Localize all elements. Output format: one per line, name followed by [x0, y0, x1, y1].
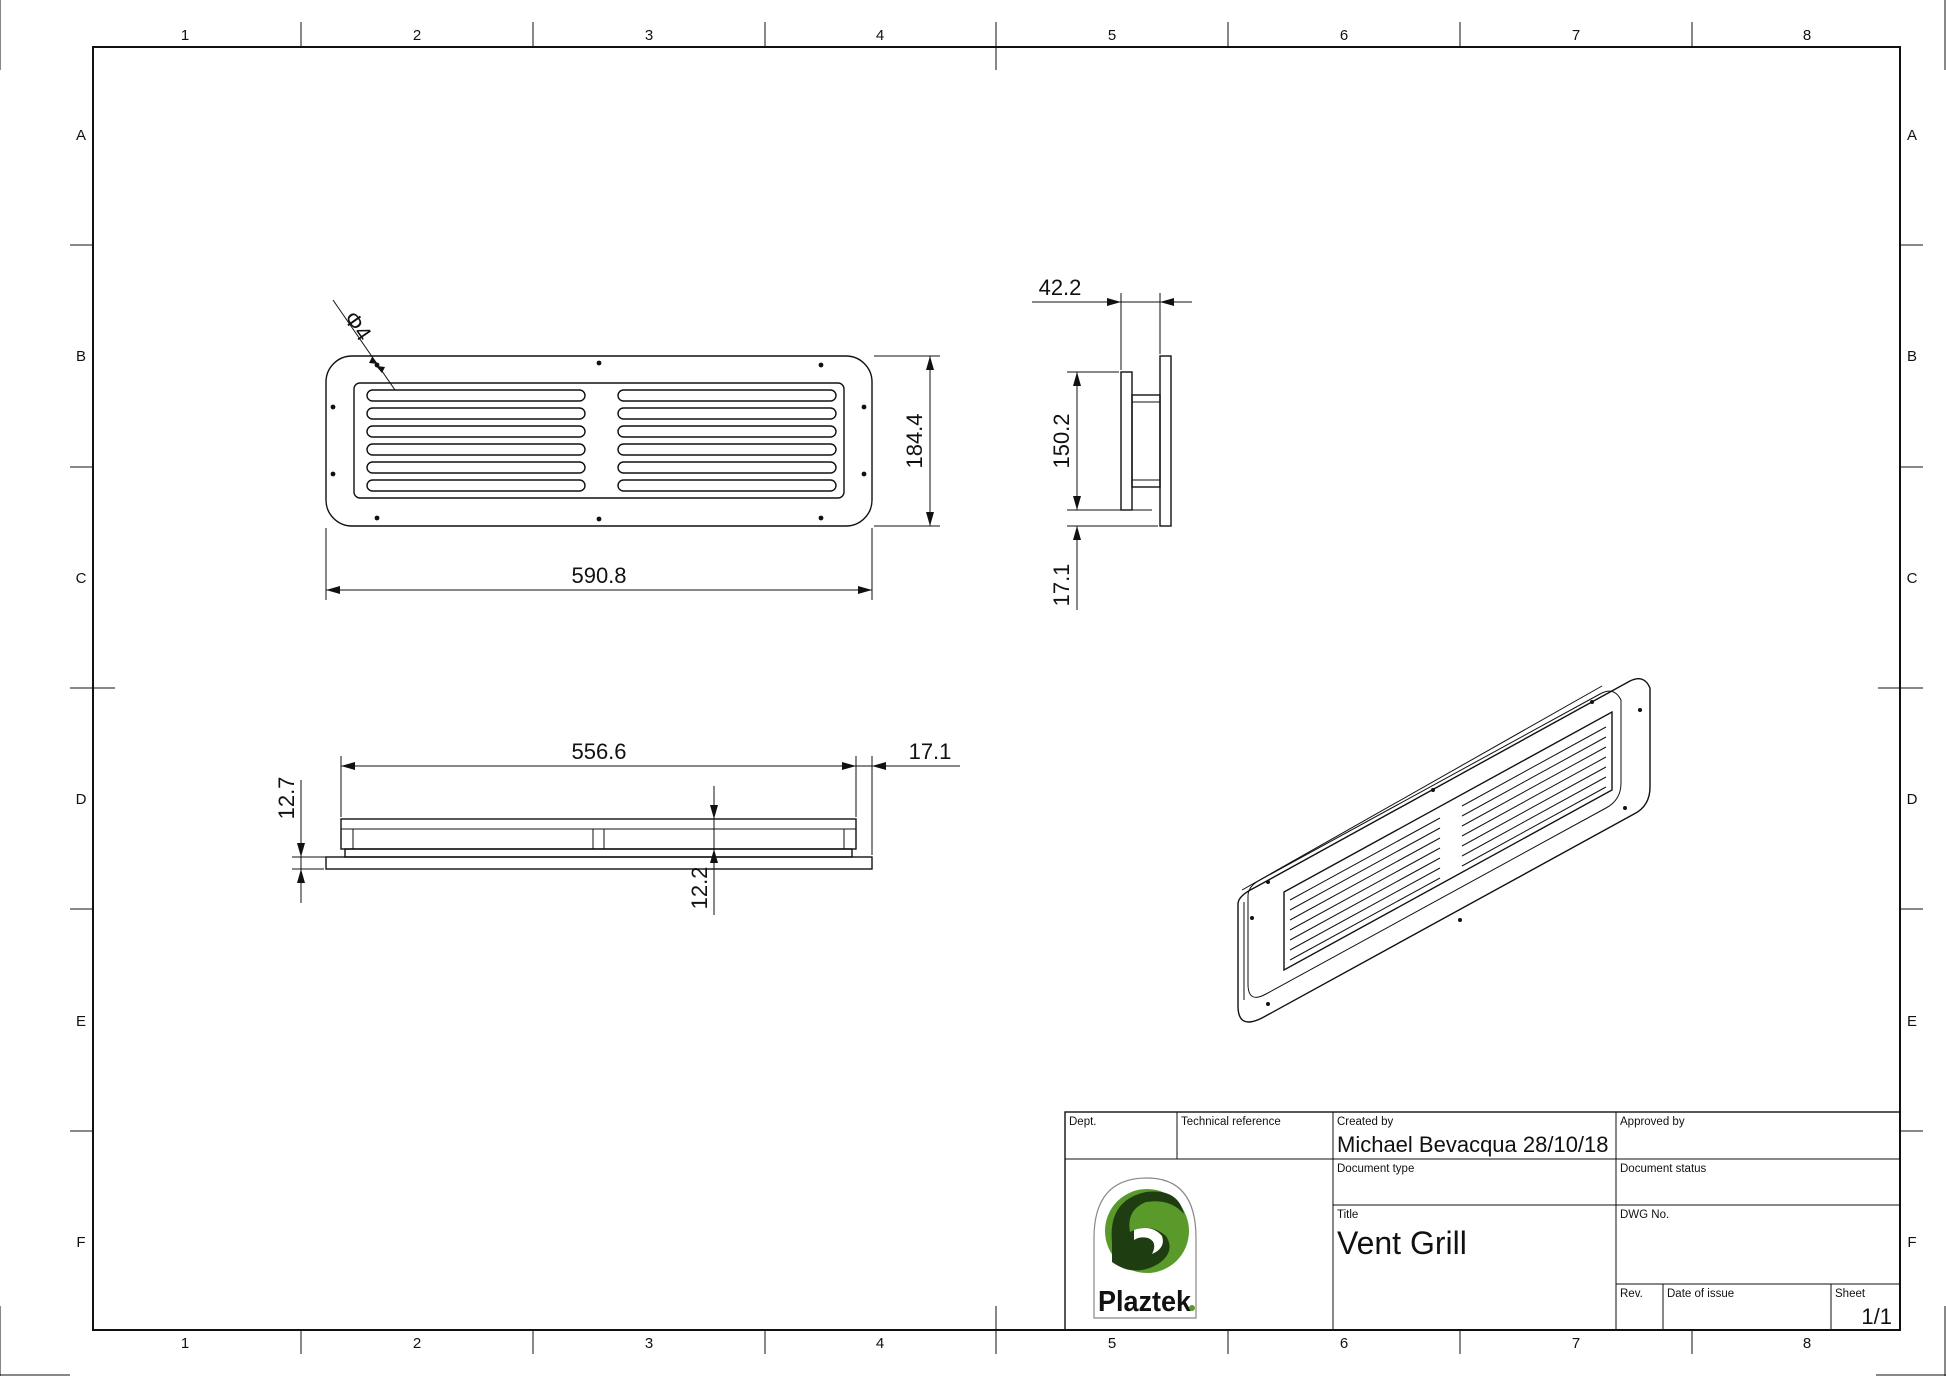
iso-slots: [1289, 726, 1607, 961]
tb-doc-type-label: Document type: [1337, 1163, 1414, 1175]
dim-side-flange: 17.1: [1049, 564, 1074, 607]
company-logo: Plaztek: [1093, 1177, 1197, 1319]
title-block: [1064, 1111, 1901, 1331]
zone-row-right-e: E: [1907, 1013, 1917, 1030]
dim-bottom-inner-width: 556.6: [571, 739, 626, 764]
bottom-view: 556.6 17.1 12.7 12.2: [274, 739, 960, 915]
grill-slots: [366, 389, 837, 492]
zone-row-left-c: C: [76, 570, 87, 587]
zone-col-top-7: 7: [1572, 27, 1580, 44]
zone-row-right-d: D: [1907, 791, 1918, 808]
zone-col-bottom-5: 5: [1108, 1335, 1116, 1352]
zone-labels: 1 2 3 4 5 6 7 8 1 2 3 4 5 6 7 8 A B C D …: [76, 27, 1918, 1352]
mounting-holes: [330, 360, 867, 522]
zone-row-left-a: A: [76, 127, 86, 144]
dim-bottom-flange: 17.1: [909, 739, 952, 764]
tb-created-by-label: Created by: [1337, 1116, 1394, 1128]
zone-col-bottom-4: 4: [876, 1335, 884, 1352]
isometric-view: [1237, 678, 1651, 1023]
zone-row-right-b: B: [1907, 348, 1917, 365]
zone-row-left-d: D: [76, 791, 87, 808]
dim-side-depth: 42.2: [1039, 275, 1082, 300]
zone-col-bottom-2: 2: [413, 1335, 421, 1352]
zone-row-right-c: C: [1907, 570, 1918, 587]
logo-wordmark: Plaztek: [1098, 1286, 1192, 1318]
dim-bottom-right-height: 12.2: [687, 867, 712, 910]
tb-created-by-value: Michael Bevacqua 28/10/18: [1337, 1132, 1609, 1157]
tb-dept-label: Dept.: [1069, 1116, 1097, 1128]
tb-approved-by-label: Approved by: [1620, 1116, 1685, 1128]
tb-rev-label: Rev.: [1620, 1288, 1643, 1300]
zone-row-right-a: A: [1907, 127, 1917, 144]
zone-row-right-f: F: [1907, 1234, 1916, 1251]
dim-front-width: 590.8: [571, 563, 626, 588]
tb-sheet-label: Sheet: [1835, 1288, 1866, 1300]
dim-front-height: 184.4: [902, 413, 927, 468]
zone-col-top-8: 8: [1803, 27, 1811, 44]
zone-col-top-2: 2: [413, 27, 421, 44]
zone-col-top-5: 5: [1108, 27, 1116, 44]
tb-title-value: Vent Grill: [1337, 1225, 1467, 1261]
zone-col-bottom-6: 6: [1340, 1335, 1348, 1352]
dim-side-height: 150.2: [1049, 413, 1074, 468]
tb-dwg-no-label: DWG No.: [1620, 1209, 1669, 1221]
zone-col-top-3: 3: [645, 27, 653, 44]
zone-col-top-1: 1: [181, 27, 189, 44]
front-view: Φ4 590.8 184.4: [325, 299, 940, 600]
tb-doc-status-label: Document status: [1620, 1163, 1707, 1175]
zone-row-left-b: B: [76, 348, 86, 365]
dim-hole-diameter: Φ4: [339, 307, 377, 346]
zone-col-top-6: 6: [1340, 27, 1348, 44]
tb-title-label: Title: [1337, 1209, 1358, 1221]
zone-col-bottom-3: 3: [645, 1335, 653, 1352]
zone-col-bottom-1: 1: [181, 1335, 189, 1352]
zone-col-bottom-7: 7: [1572, 1335, 1580, 1352]
zone-row-left-f: F: [76, 1234, 85, 1251]
zone-row-left-e: E: [76, 1013, 86, 1030]
dim-bottom-left-height: 12.7: [274, 777, 299, 820]
tb-sheet-value: 1/1: [1861, 1304, 1892, 1329]
zone-col-top-4: 4: [876, 27, 884, 44]
zone-col-bottom-8: 8: [1803, 1335, 1811, 1352]
tb-tech-ref-label: Technical reference: [1181, 1116, 1281, 1128]
side-view: 42.2 150.2 17.1: [1032, 275, 1192, 610]
tb-date-label: Date of issue: [1667, 1288, 1734, 1300]
